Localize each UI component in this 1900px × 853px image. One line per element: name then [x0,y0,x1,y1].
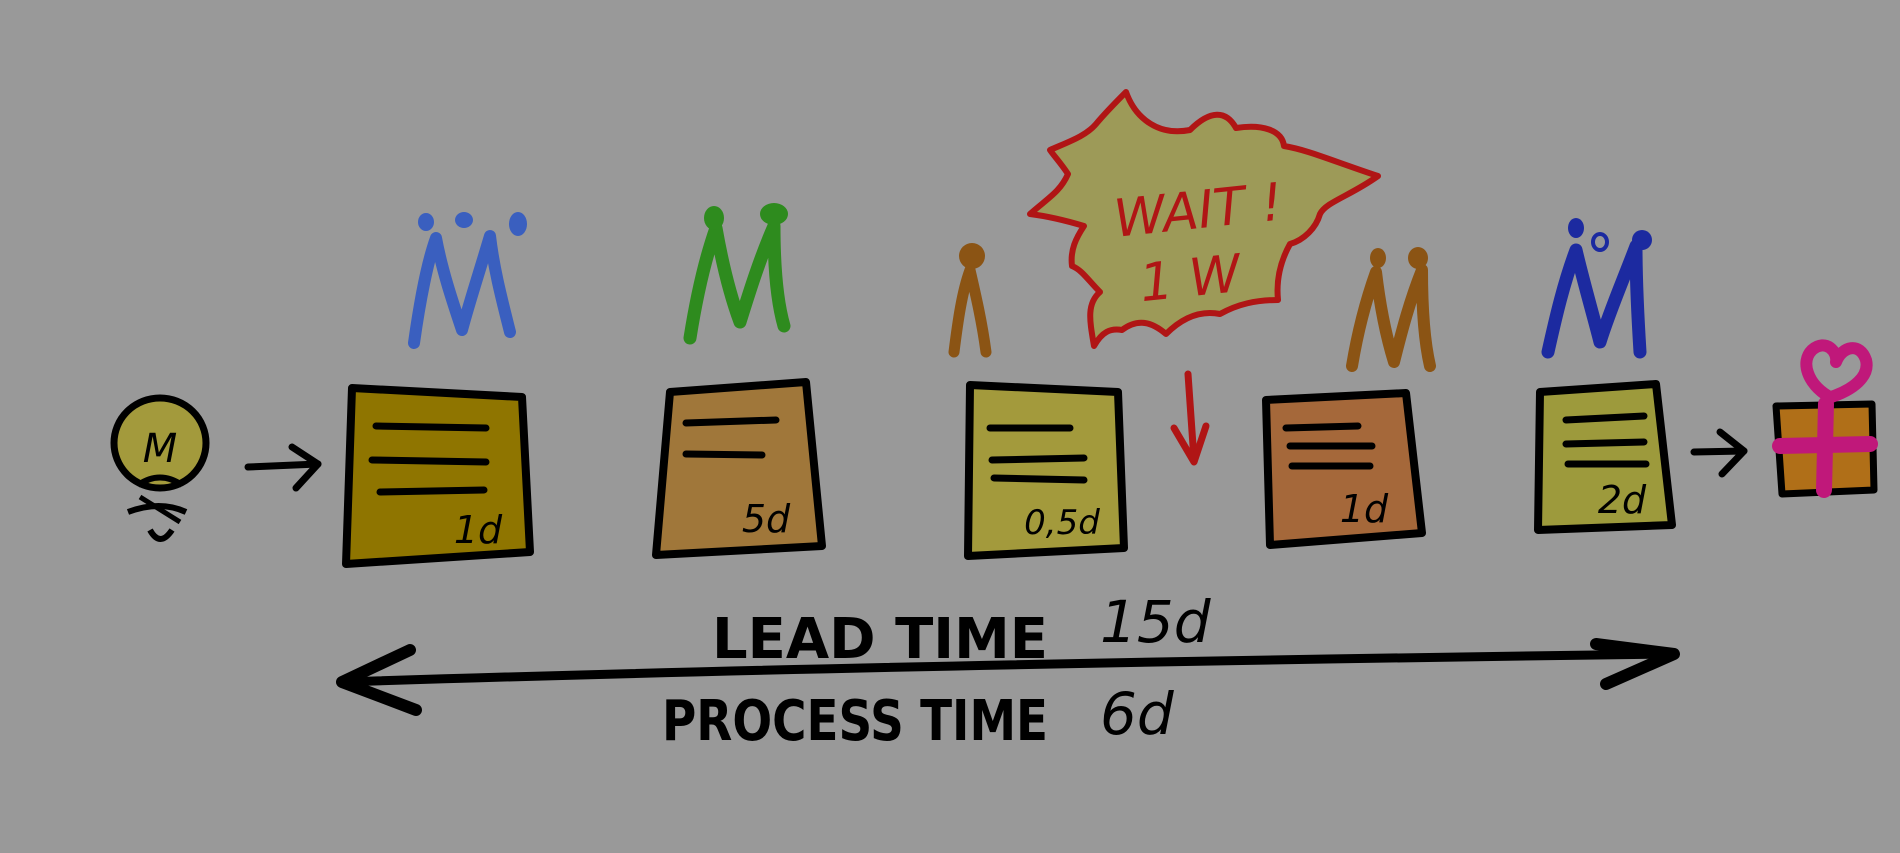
step-duration: 0,5d [1024,503,1100,543]
step-duration: 5d [742,497,791,541]
team-people-icon [1541,218,1652,359]
arrow-down-icon [1170,370,1210,466]
team-person-icon [948,243,992,358]
arrow-right-icon [244,443,322,492]
team-people-icon [683,203,791,345]
team-people-icon [408,212,527,349]
lead-time-label: LEAD TIME 15d [712,588,1212,672]
process-time-value: 6d [1100,680,1175,748]
process-time-label: PROCESS TIME 6d [662,680,1175,754]
process-step-3: 0,5d [948,243,1128,560]
step-duration: 2d [1598,478,1647,522]
wait-explosion: WAIT ! 1 W [1027,89,1381,349]
gift-icon [1772,339,1878,498]
process-time-title: PROCESS TIME [662,689,1048,754]
wait-duration: 1 W [1137,244,1246,315]
process-step-1: 1d [342,212,534,568]
process-step-4: 1d [1262,247,1436,549]
idea-letter: M [143,426,178,472]
step-duration: 1d [454,508,503,552]
double-arrow-icon [336,638,1680,716]
team-people-icon [1346,247,1436,372]
idea-bulb-icon: M [110,394,210,542]
lead-time-title: LEAD TIME [712,607,1048,672]
step-duration: 1d [1340,487,1389,531]
lead-time-value: 15d [1100,588,1212,656]
process-step-5: 2d [1534,218,1676,534]
process-step-2: 5d [652,203,826,559]
arrow-right-icon [1690,428,1748,478]
